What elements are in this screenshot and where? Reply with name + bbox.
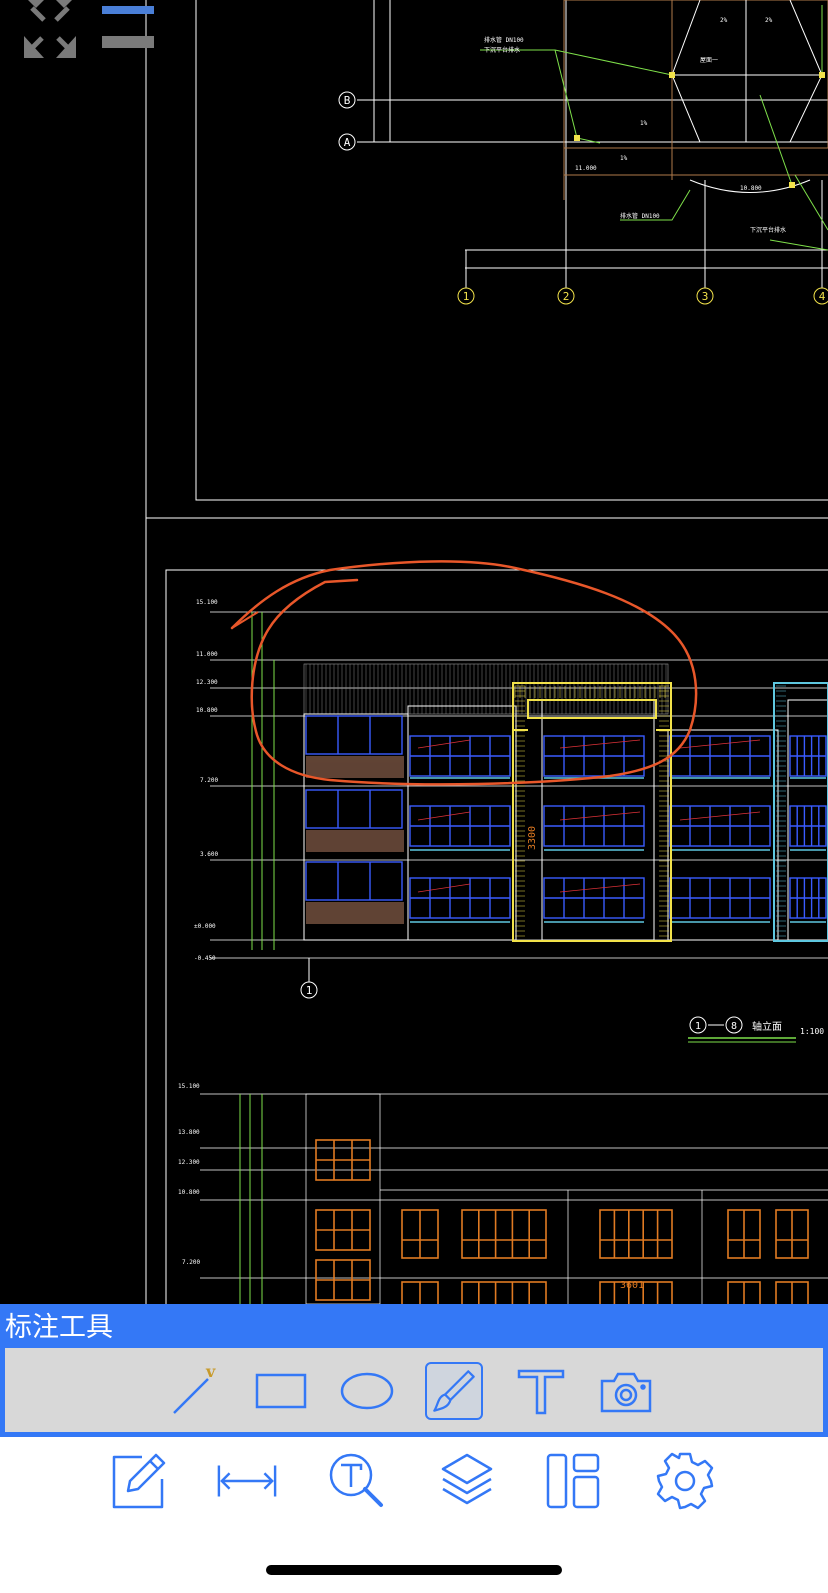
layers-icon: [441, 1453, 493, 1505]
rectangle-tool-button[interactable]: [252, 1362, 310, 1420]
svg-text:1: 1: [695, 1021, 701, 1032]
elevation-caption: 1 8 轴立面 1:100: [688, 1016, 824, 1043]
zoom-in-indicator[interactable]: [102, 6, 154, 14]
svg-text:15.100: 15.100: [178, 1083, 200, 1090]
text-search-icon: [329, 1453, 383, 1507]
cad-drawing[interactable]: 排水管 DN100 下沉平台排水 屋面一 1% 2% 2% 1% 排水管 DN1…: [0, 0, 828, 1304]
axis-label-3: 3: [702, 290, 709, 303]
camera-icon: [600, 1372, 652, 1413]
axis-bubble-4: [813, 287, 828, 305]
svg-text:1:100: 1:100: [800, 1027, 824, 1036]
edit-icon: [112, 1453, 166, 1509]
svg-text:10.800: 10.800: [196, 707, 218, 714]
measure-button[interactable]: [216, 1450, 278, 1512]
home-indicator: [266, 1565, 562, 1575]
svg-text:v: v: [205, 1363, 216, 1381]
axis-label-elevation-1: 1: [306, 984, 313, 997]
freehand-tool-button[interactable]: [425, 1362, 483, 1420]
floor-plan-fragment: 排水管 DN100 下沉平台排水 屋面一 1% 2% 2% 1% 排水管 DN1…: [338, 0, 828, 305]
annotation-panel: 标注工具 v: [0, 1304, 828, 1437]
svg-text:±0.000: ±0.000: [194, 923, 216, 930]
svg-text:12.300: 12.300: [196, 679, 218, 686]
gear-icon: [656, 1452, 714, 1510]
svg-text:1%: 1%: [640, 120, 648, 127]
axis-label-A: A: [344, 136, 351, 149]
viewer-hud: [12, 0, 162, 60]
svg-text:10.800: 10.800: [178, 1189, 200, 1196]
text-icon: [517, 1369, 565, 1415]
svg-text:7.200: 7.200: [200, 777, 218, 784]
dimension-lower: 3601: [620, 1280, 644, 1291]
ellipse-icon: [340, 1372, 394, 1410]
pen-icon: [433, 1370, 475, 1412]
svg-text:2%: 2%: [720, 17, 728, 24]
axis-bubble-A: [338, 133, 356, 151]
svg-text:轴立面: 轴立面: [752, 1020, 782, 1033]
annotation-tool-tray: v: [5, 1348, 823, 1432]
svg-text:2%: 2%: [765, 17, 773, 24]
ellipse-tool-button[interactable]: [338, 1362, 396, 1420]
sheet-frames: [145, 0, 828, 1304]
rectangle-icon: [255, 1373, 307, 1409]
elevation-drawing: 15.100 11.000 12.300 10.800 7.200 3.600 …: [178, 560, 828, 1304]
line-tool-button[interactable]: v: [167, 1362, 225, 1420]
svg-text:屋面一: 屋面一: [700, 57, 718, 64]
svg-text:11.000: 11.000: [196, 651, 218, 658]
svg-text:13.800: 13.800: [178, 1129, 200, 1136]
svg-text:12.300: 12.300: [178, 1159, 200, 1166]
svg-text:排水管 DN100: 排水管 DN100: [484, 36, 524, 44]
axis-bubble-3: [696, 287, 714, 305]
measure-icon: [217, 1465, 277, 1497]
layers-button[interactable]: [436, 1450, 498, 1512]
svg-text:-0.450: -0.450: [194, 955, 216, 962]
axis-label-B: B: [344, 94, 351, 107]
fit-screen-icon[interactable]: [18, 0, 82, 60]
svg-text:15.100: 15.100: [196, 599, 218, 606]
freehand-markup: [230, 560, 698, 786]
svg-text:3.600: 3.600: [200, 851, 218, 858]
svg-text:10.800: 10.800: [740, 185, 762, 192]
annotate-button[interactable]: [107, 1450, 169, 1512]
settings-button[interactable]: [654, 1450, 716, 1512]
bottom-toolbar: [0, 1437, 828, 1593]
axis-label-4: 4: [819, 290, 826, 303]
svg-text:下沉平台排水: 下沉平台排水: [484, 46, 520, 54]
layout-icon: [546, 1453, 600, 1509]
svg-text:7.200: 7.200: [182, 1259, 200, 1266]
svg-text:排水管 DN100: 排水管 DN100: [620, 212, 660, 220]
axis-label-1: 1: [463, 290, 470, 303]
text-tool-button[interactable]: [512, 1362, 570, 1420]
svg-text:11.000: 11.000: [575, 165, 597, 172]
axis-label-2: 2: [563, 290, 570, 303]
text-search-button[interactable]: [326, 1450, 388, 1512]
camera-tool-button[interactable]: [597, 1362, 655, 1420]
svg-text:下沉平台排水: 下沉平台排水: [750, 226, 786, 234]
svg-text:1%: 1%: [620, 155, 628, 162]
layout-button[interactable]: [543, 1450, 605, 1512]
line-icon: v: [173, 1363, 216, 1414]
svg-text:8: 8: [731, 1021, 737, 1032]
zoom-out-button[interactable]: [102, 36, 154, 48]
axis-bubble-1: [457, 287, 475, 305]
cad-drawing-canvas[interactable]: 排水管 DN100 下沉平台排水 屋面一 1% 2% 2% 1% 排水管 DN1…: [0, 0, 828, 1304]
axis-bubble-B: [338, 91, 356, 109]
axis-bubble-2: [557, 287, 575, 305]
dimension-vertical: 3300: [527, 826, 538, 850]
annotation-panel-title: 标注工具: [5, 1312, 113, 1342]
